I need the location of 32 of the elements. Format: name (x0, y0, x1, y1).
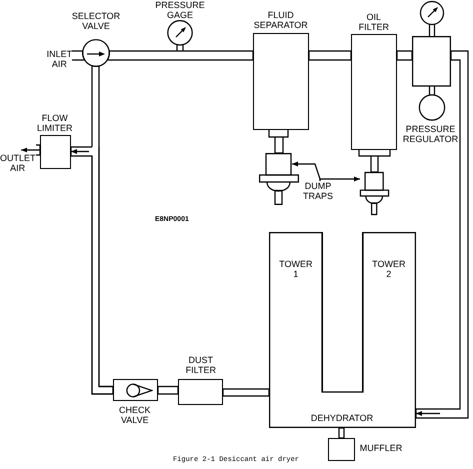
component-label: OIL FILTER (358, 12, 389, 32)
pipe (106, 50, 254, 61)
leader-arrow (319, 176, 360, 182)
component-label: FLOW LIMITER (37, 112, 73, 133)
component-label: TOWER 2 (372, 258, 406, 279)
pipe (91, 65, 114, 395)
component-label: DEHYDRATOR (310, 413, 374, 423)
dump-trap-drawing (360, 172, 389, 215)
component-label: DUST FILTER (186, 354, 216, 375)
port-label: OUTLET AIR (0, 149, 36, 173)
component-label: PRESSURE REGULATOR (402, 124, 458, 144)
component-label: CHECK VALVE (119, 404, 151, 425)
pipe (358, 149, 391, 173)
component-label: PRESSURE GAGE (155, 0, 205, 20)
dump-trap-drawing (259, 153, 299, 205)
pipe (222, 388, 270, 397)
pipe (415, 50, 469, 419)
pipe (308, 50, 352, 61)
component-label: MUFFLER (360, 442, 402, 453)
pipe (157, 386, 179, 395)
pipe (20, 144, 41, 156)
component-label: SELECTOR VALVE (72, 11, 120, 31)
component-label: FLUID SEPARATOR (254, 10, 308, 30)
pipe (71, 50, 86, 61)
leader-arrow (292, 162, 321, 181)
dehydrator-body (269, 232, 416, 428)
callout-label: DUMP TRAPS (303, 181, 333, 201)
pipe (338, 427, 345, 439)
component-label: TOWER 1 (279, 258, 312, 279)
pipe (268, 129, 289, 154)
pipe (396, 50, 413, 61)
port-label: INLET AIR (46, 49, 72, 69)
